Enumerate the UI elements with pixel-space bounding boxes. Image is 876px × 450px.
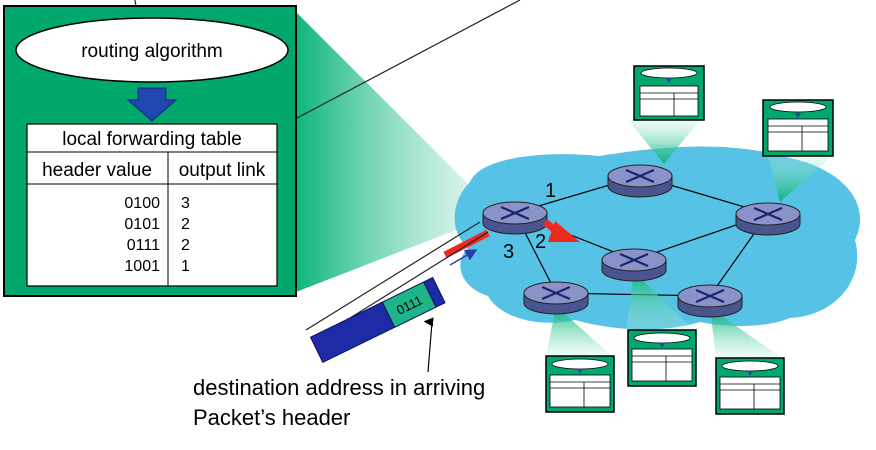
- packet-body: [309, 301, 396, 364]
- link-label-2: 2: [535, 231, 546, 253]
- mini-table-bottom-mid: [627, 329, 697, 387]
- router-icon: [482, 201, 548, 235]
- table-cell-header-value: 0111: [127, 237, 160, 254]
- table-rows: 0100 3 0101 2 0111 2 1001 1: [124, 195, 190, 275]
- routing-algorithm-ellipse: [15, 17, 289, 83]
- zoom-funnel: [296, 12, 492, 292]
- router-icon: [601, 248, 667, 282]
- beam-bottom-left: [546, 306, 612, 356]
- router-icon: [523, 281, 589, 315]
- caption-line-2: Packet’s header: [193, 405, 350, 430]
- routers: [482, 164, 801, 318]
- arriving-packet: 0111: [309, 276, 446, 364]
- router-icon: [607, 164, 673, 198]
- caption-line-1: destination address in arriving: [193, 375, 485, 400]
- forwarding-table: local forwarding table header value outp…: [26, 123, 278, 287]
- beam-right: [768, 156, 832, 202]
- packet-motion-arrow: [449, 249, 478, 266]
- table-cell-output-link: 2: [181, 216, 190, 233]
- table-cell-output-link: 2: [181, 237, 190, 254]
- mini-table-bottom-left: [545, 355, 615, 413]
- caption-pointer-line: [423, 317, 434, 373]
- col-output-link: output link: [179, 160, 266, 181]
- table-cell-header-value: 1001: [124, 258, 160, 275]
- mini-table-right: [762, 99, 834, 157]
- link-label-3: 3: [503, 241, 514, 263]
- col-header-value: header value: [42, 160, 152, 181]
- packet-tail: [423, 276, 446, 308]
- table-cell-output-link: 1: [181, 258, 190, 275]
- table-cell-header-value: 0100: [124, 195, 160, 212]
- table-cell-output-link: 3: [181, 195, 190, 212]
- mini-table-top: [633, 65, 705, 121]
- down-arrow-icon: [126, 87, 178, 122]
- beam-bottom-right: [710, 308, 782, 358]
- table-cell-header-value: 0101: [124, 216, 160, 233]
- link-label-1: 1: [545, 180, 556, 202]
- mini-table-bottom-right: [715, 357, 785, 415]
- callout-line-diagonal: [279, 0, 521, 128]
- router-icon: [677, 284, 743, 318]
- router-icon: [735, 202, 801, 236]
- table-title: local forwarding table: [62, 129, 242, 150]
- beam-bottom-mid: [626, 272, 694, 330]
- routing-algorithm-label: routing algorithm: [81, 41, 223, 62]
- beam-top: [628, 120, 700, 164]
- input-link-rail-upper: [305, 221, 481, 331]
